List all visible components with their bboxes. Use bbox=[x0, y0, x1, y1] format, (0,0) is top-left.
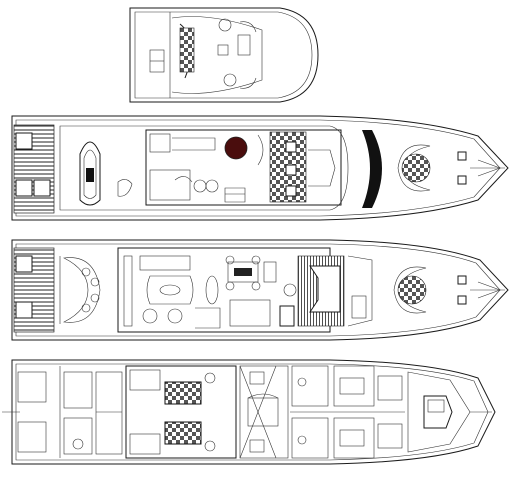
upper-deck bbox=[11, 115, 509, 221]
main-deck bbox=[11, 239, 509, 341]
flybridge-deck bbox=[129, 7, 319, 103]
lower-deck bbox=[2, 359, 496, 465]
